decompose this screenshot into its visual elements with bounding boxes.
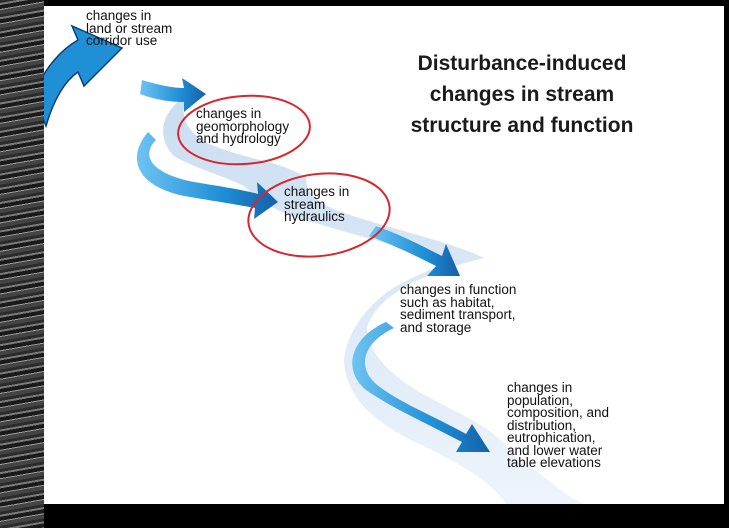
title-line-1: Disturbance-induced bbox=[417, 52, 627, 75]
population-line-3: composition, and bbox=[507, 405, 610, 420]
hydraulics-line-3: hydraulics bbox=[284, 209, 345, 224]
function-line-4: and storage bbox=[400, 319, 472, 335]
arrow-1 bbox=[140, 78, 206, 112]
diagram-panel: changes in land or stream corridor use c… bbox=[44, 6, 724, 504]
land-use-line-1: changes in bbox=[86, 8, 152, 23]
hydraulics-label: changes in stream hydraulics bbox=[284, 184, 350, 224]
population-line-5: eutrophication, bbox=[507, 430, 596, 445]
population-line-7: table elevations bbox=[507, 455, 601, 470]
title-line-2: changes in stream bbox=[429, 83, 615, 106]
population-label: changes in population, composition, and … bbox=[507, 380, 610, 470]
title-line-3: structure and function bbox=[410, 114, 634, 137]
population-line-1: changes in bbox=[507, 380, 573, 395]
arrow-2 bbox=[136, 132, 278, 219]
geomorphology-label: changes in geomorphology and hydrology bbox=[196, 106, 290, 146]
land-use-line-2: land or stream bbox=[86, 20, 173, 36]
left-background-strip bbox=[0, 0, 44, 528]
land-use-label: changes in land or stream corridor use bbox=[86, 8, 173, 48]
function-label: changes in function such as habitat, sed… bbox=[400, 282, 517, 335]
geomorphology-highlight-circle bbox=[177, 94, 311, 166]
population-line-2: population, bbox=[507, 392, 574, 408]
hydraulics-line-2: stream bbox=[284, 196, 326, 212]
hydraulics-line-1: changes in bbox=[284, 184, 350, 199]
arrow-3 bbox=[369, 226, 460, 276]
left-flow-arrow bbox=[44, 24, 124, 129]
function-line-1: changes in function bbox=[400, 282, 517, 297]
population-line-6: and lower water bbox=[507, 442, 603, 458]
geomorphology-line-3: and hydrology bbox=[196, 131, 281, 146]
geomorphology-line-2: geomorphology bbox=[196, 118, 290, 134]
stream-diagram bbox=[44, 24, 585, 504]
diagram-title: Disturbance-induced changes in stream st… bbox=[362, 48, 682, 141]
geomorphology-line-1: changes in bbox=[196, 106, 262, 121]
arrow-4 bbox=[352, 322, 490, 452]
land-use-line-3: corridor use bbox=[86, 33, 158, 48]
function-line-3: sediment transport, bbox=[400, 307, 516, 322]
function-line-2: such as habitat, bbox=[400, 294, 495, 310]
hydraulics-highlight-circle bbox=[247, 172, 391, 258]
population-line-4: distribution, bbox=[507, 417, 577, 433]
